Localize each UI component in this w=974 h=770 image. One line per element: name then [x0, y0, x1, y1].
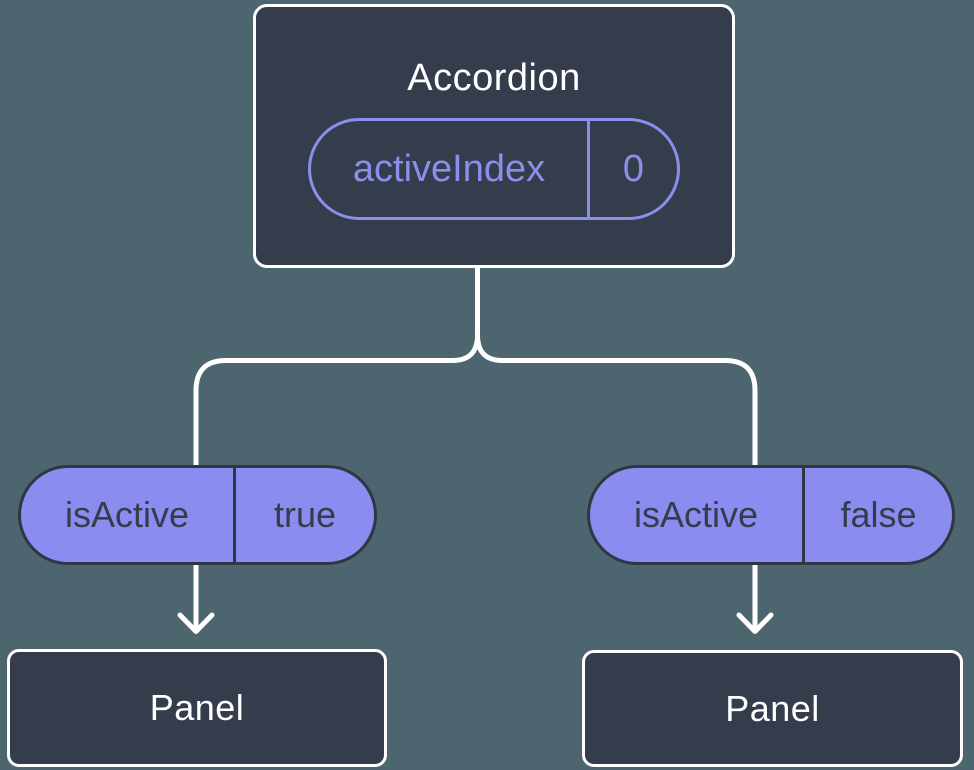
prop-name: isActive	[633, 494, 759, 535]
state-value: 0	[622, 147, 645, 190]
connector-root-to-left-pill	[193, 265, 480, 632]
panel-node-right: Panel	[582, 650, 963, 767]
accordion-node-title: Accordion	[407, 57, 581, 99]
arrow-down-icon	[177, 612, 215, 634]
panel-node-title: Panel	[149, 687, 245, 728]
state-pill-activeindex: activeIndex 0	[308, 118, 680, 220]
panel-node-title: Panel	[725, 687, 820, 729]
prop-pill-isactive-true: isActive true	[18, 465, 377, 565]
arrow-down-icon	[736, 612, 774, 634]
panel-node-left: Panel	[7, 649, 387, 767]
accordion-node: Accordion activeIndex 0	[253, 4, 735, 268]
state-name: activeIndex	[352, 147, 546, 190]
pill-divider	[802, 468, 805, 562]
prop-name: isActive	[64, 494, 190, 535]
prop-value: true	[273, 494, 337, 535]
pill-divider	[587, 121, 590, 217]
pill-divider	[233, 468, 236, 562]
prop-value: false	[840, 494, 917, 535]
connector-root-to-right-pill	[475, 265, 758, 632]
prop-pill-isactive-false: isActive false	[587, 465, 955, 565]
